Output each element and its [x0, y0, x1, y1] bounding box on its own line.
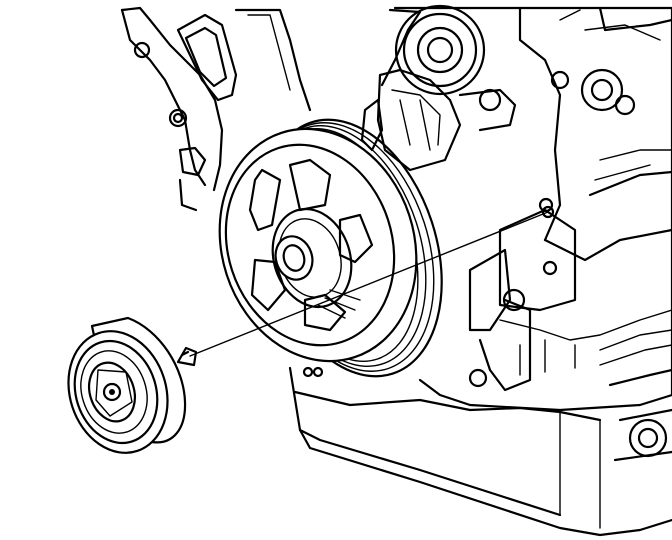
balancer-bolt — [274, 235, 314, 281]
idler-pulley — [67, 316, 187, 454]
crankshaft-balancer — [218, 118, 443, 378]
idler-pulley-bolt — [176, 346, 198, 367]
alignment-target — [541, 205, 555, 219]
oil-pan — [288, 366, 672, 537]
timing-cover — [120, 6, 422, 212]
alignment-line — [189, 211, 549, 357]
belt-tensioner — [360, 4, 517, 172]
engine-block — [393, 6, 672, 462]
